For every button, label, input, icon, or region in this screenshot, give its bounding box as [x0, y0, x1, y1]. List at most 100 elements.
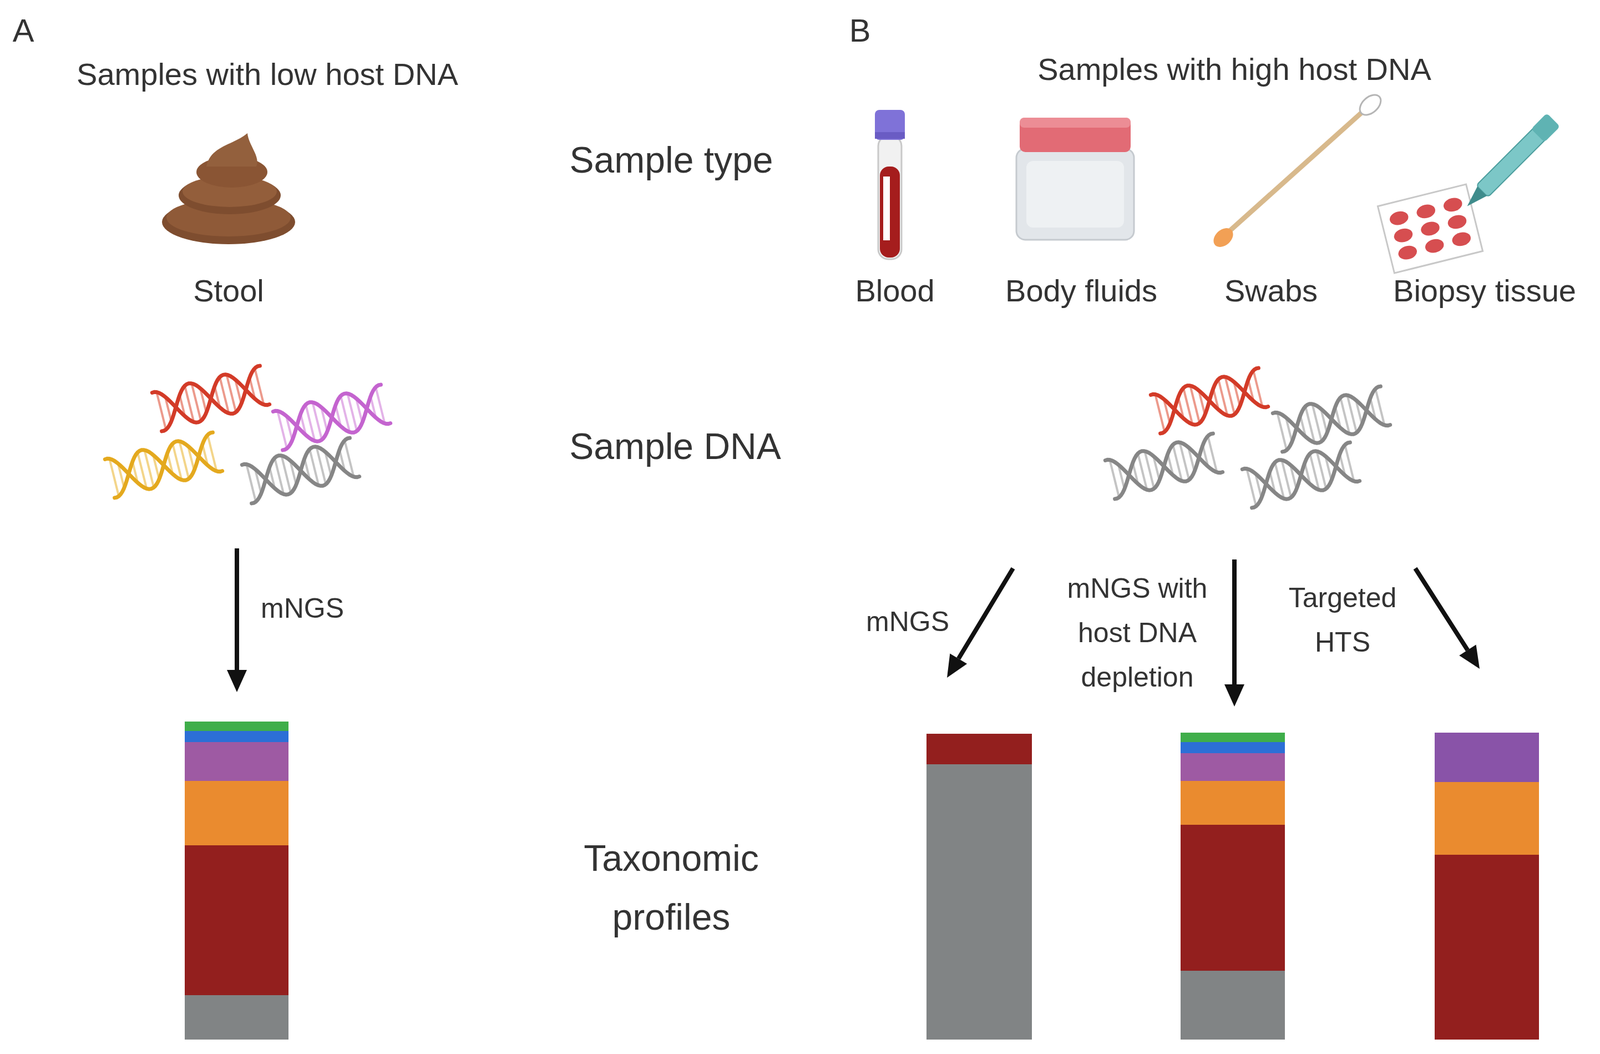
- taxon-segment: [184, 994, 289, 1040]
- panel-letter: A: [12, 11, 35, 50]
- biopsy-icon: [1377, 113, 1561, 273]
- taxonomic-bar: [1180, 732, 1285, 1040]
- tissue-dot: [1423, 236, 1446, 255]
- helix-strand: [1150, 367, 1268, 434]
- jar-lid: [1019, 117, 1131, 153]
- tissue-dot: [1450, 230, 1473, 248]
- slide: [1377, 184, 1483, 273]
- taxon-segment: [1180, 752, 1285, 782]
- panel-heading: Samples with low host DNA: [76, 55, 459, 93]
- taxonomic-bar: [926, 733, 1032, 1040]
- helix-strand: [104, 432, 222, 498]
- taxon-segment: [1180, 824, 1285, 971]
- taxon-segment: [1180, 732, 1285, 743]
- taxon-segment: [1180, 741, 1285, 754]
- taxon-segment: [184, 741, 289, 782]
- tube-label: [883, 176, 890, 241]
- helix-strand: [1105, 433, 1223, 499]
- helix-strand: [241, 437, 359, 504]
- dna-helix: [1150, 367, 1268, 434]
- tissue-dot: [1392, 226, 1415, 245]
- pen-cap: [1531, 113, 1561, 143]
- helix-strand: [152, 365, 270, 432]
- taxon-segment: [184, 730, 289, 743]
- dna-helix: [1272, 386, 1390, 452]
- sample-name: Blood: [854, 271, 935, 310]
- swab-stick: [1227, 108, 1366, 234]
- arrow-shaft: [1415, 568, 1468, 650]
- dna-helix: [104, 432, 222, 498]
- panel-letter: B: [849, 11, 872, 50]
- slide-glass: [1377, 184, 1483, 273]
- row-heading: Sample DNA: [569, 424, 781, 469]
- method-label: mNGS: [866, 604, 950, 639]
- taxon-segment: [926, 733, 1032, 765]
- arrow-shaft: [234, 548, 240, 670]
- sample-name: Swabs: [1224, 271, 1318, 310]
- jar-lid-top: [1019, 117, 1131, 128]
- arrow-head: [226, 669, 247, 692]
- helix-strand: [272, 384, 391, 450]
- taxon-segment: [1180, 780, 1285, 825]
- flow-arrow: [1224, 559, 1245, 707]
- flow-arrow: [226, 548, 247, 692]
- jar-icon: [1016, 117, 1134, 240]
- helix-strand: [1272, 386, 1390, 452]
- sample-name: Biopsy tissue: [1393, 271, 1577, 310]
- tissue-dot: [1419, 219, 1442, 238]
- swab-cotton: [1355, 90, 1385, 119]
- dna-helix: [1105, 433, 1223, 499]
- helix-strand: [1105, 433, 1223, 499]
- flow-arrow: [1415, 568, 1480, 669]
- pen-tip: [1462, 186, 1487, 211]
- tissue-dot: [1388, 209, 1410, 227]
- taxonomic-bar: [184, 721, 289, 1040]
- helix-strand: [1150, 367, 1268, 434]
- dna-helix: [1242, 442, 1360, 508]
- dna-helix: [272, 384, 391, 450]
- arrow-head: [947, 652, 967, 678]
- helix-strand: [1272, 386, 1390, 452]
- helix-strand: [1242, 442, 1360, 508]
- taxon-segment: [1434, 732, 1539, 783]
- dna-helix: [241, 437, 359, 504]
- arrow-shaft: [1232, 559, 1237, 685]
- taxon-segment: [1434, 781, 1539, 855]
- arrow-head: [1459, 644, 1480, 669]
- jar-body: [1016, 148, 1134, 240]
- tube-cap: [874, 109, 905, 140]
- method-label: mNGS with host DNA depletion: [1054, 565, 1221, 700]
- helix-strand: [241, 437, 359, 504]
- arrow-head: [1224, 684, 1245, 707]
- pen: [1460, 113, 1561, 214]
- taxon-segment: [926, 763, 1032, 1040]
- row-heading: Sample type: [569, 138, 774, 182]
- stool-icon: [161, 133, 296, 245]
- flow-arrow: [947, 568, 1014, 678]
- row-heading: Taxonomic profiles: [552, 828, 791, 946]
- stool-tip: [206, 133, 258, 167]
- tissue-dot: [1441, 195, 1464, 214]
- panel-heading: Samples with high host DNA: [1037, 50, 1432, 88]
- tissue-dot: [1446, 213, 1468, 231]
- taxon-segment: [184, 780, 289, 846]
- tube-body: [878, 135, 902, 260]
- taxon-segment: [184, 721, 289, 732]
- taxon-segment: [1180, 970, 1285, 1040]
- swab-tip: [1209, 224, 1237, 251]
- tissue-dot: [1415, 202, 1437, 221]
- helix-strand: [1242, 442, 1360, 508]
- blood-tube-icon: [874, 109, 905, 260]
- method-label: Targeted HTS: [1273, 575, 1412, 665]
- method-label: mNGS: [260, 591, 344, 625]
- helix-strand: [104, 432, 222, 498]
- taxon-segment: [1434, 854, 1539, 1040]
- swab-icon: [1209, 90, 1385, 251]
- jar-shine: [1026, 160, 1124, 228]
- dna-helix: [152, 365, 270, 432]
- tube-blood: [879, 166, 900, 258]
- helix-strand: [152, 365, 270, 432]
- tube-cap-band: [874, 132, 905, 139]
